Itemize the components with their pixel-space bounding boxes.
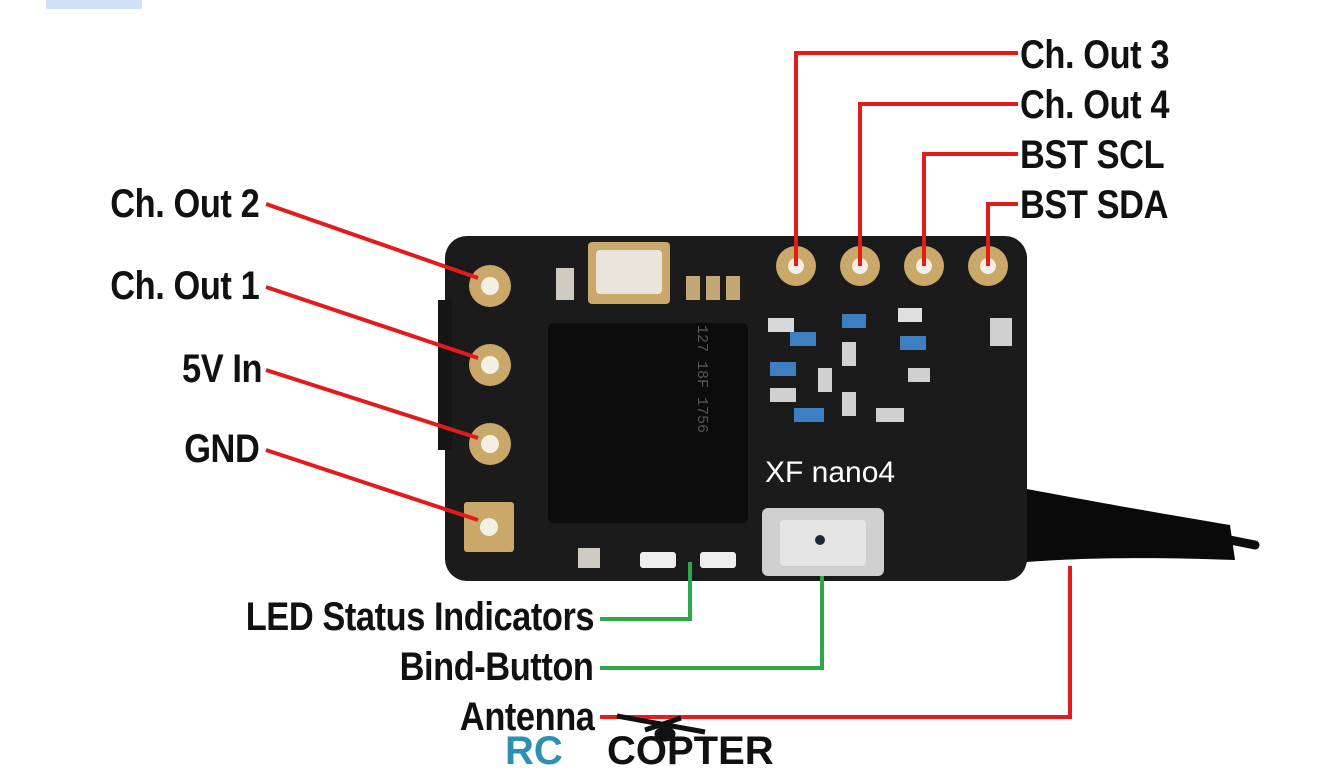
main-chip xyxy=(548,323,748,523)
label-ch-out-4: Ch. Out 4 xyxy=(1020,83,1170,127)
label-ch-out-2: Ch. Out 2 xyxy=(109,182,259,226)
label-ch-out-3: Ch. Out 3 xyxy=(1020,33,1170,77)
board-marking: XF nano4 xyxy=(765,456,895,489)
smd-components xyxy=(556,268,1012,422)
watermark-rc: RC xyxy=(505,729,563,772)
helicopter-logo-icon xyxy=(616,713,706,742)
label-bst-scl: BST SCL xyxy=(1020,133,1165,177)
watermark-copter: COPTER xyxy=(607,729,774,772)
label-antenna: Antenna xyxy=(459,695,594,739)
corner-tab xyxy=(46,0,142,9)
label-gnd: GND xyxy=(183,427,260,471)
label-bst-sda: BST SDA xyxy=(1020,183,1168,227)
left-pads xyxy=(464,265,514,552)
led-status-indicators xyxy=(578,548,736,568)
label-5v-in: 5V In xyxy=(181,347,262,391)
pcb-edge xyxy=(438,300,452,450)
green-leaders xyxy=(600,562,824,670)
red-leaders xyxy=(265,51,1072,719)
rc-copter-watermark: RC COPTER xyxy=(505,713,774,772)
label-ch-out-1: Ch. Out 1 xyxy=(109,264,259,308)
label-bind-button: Bind-Button xyxy=(400,645,594,689)
label-led-status-indicators: LED Status Indicators xyxy=(245,595,595,639)
chip-marking: 127 18F 1756 xyxy=(693,325,710,433)
